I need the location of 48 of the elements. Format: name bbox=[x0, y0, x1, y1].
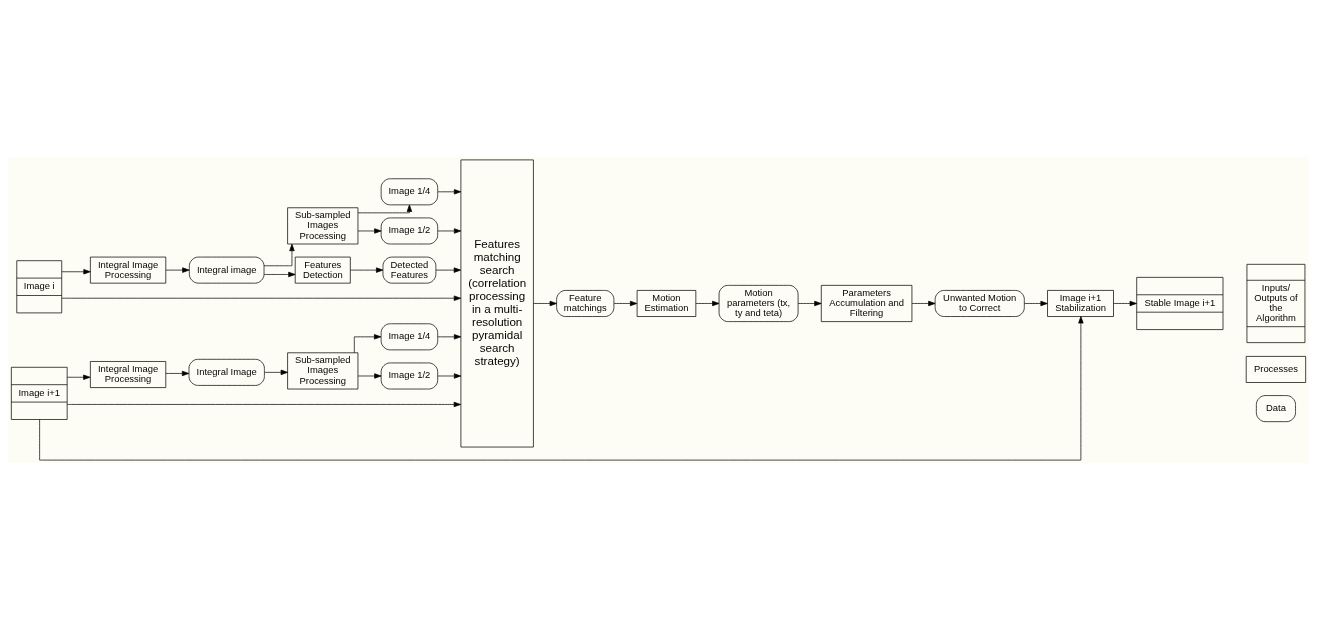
node-box: Detected Features bbox=[382, 256, 437, 284]
arrow bbox=[165, 266, 190, 273]
arrow bbox=[695, 300, 720, 306]
node-box: Integral image bbox=[189, 256, 265, 284]
arrow bbox=[437, 227, 462, 234]
arrow bbox=[66, 401, 461, 407]
arrow bbox=[437, 188, 462, 194]
arrow bbox=[61, 295, 462, 301]
node-box: Integral Image bbox=[188, 358, 265, 386]
arrow bbox=[797, 300, 822, 306]
arrow bbox=[263, 271, 296, 277]
arrow bbox=[39, 315, 1084, 460]
arrow bbox=[437, 333, 462, 339]
node-box: Feature matchings bbox=[556, 289, 615, 317]
node-box: Features matching search (correlation processing in a multi-resolution pyramidal search strategy) bbox=[460, 159, 534, 447]
arrow bbox=[613, 300, 638, 306]
node-box: Unwanted Motion to Correct bbox=[934, 289, 1025, 317]
arrow bbox=[435, 266, 461, 273]
node-box: Motion parameters (tx, ty and teta) bbox=[718, 284, 799, 322]
node-box: Image 1/4 bbox=[380, 322, 439, 350]
node-box: Image 1/2 bbox=[380, 362, 439, 389]
arrow bbox=[1024, 300, 1048, 306]
node-box: Processes bbox=[1245, 355, 1307, 383]
arrow bbox=[1113, 300, 1137, 306]
node-box: Integral Image Processing bbox=[90, 256, 167, 284]
node-box: Parameters Accumulation and Filtering bbox=[820, 284, 913, 322]
node-box: Image 1/2 bbox=[380, 217, 439, 244]
node-box: Sub-sampled Images Processing bbox=[287, 351, 359, 389]
node-box: Integral Image Processing bbox=[90, 360, 167, 388]
node-box: Image 1/4 bbox=[380, 177, 439, 205]
node-box: Features Detection bbox=[294, 256, 351, 284]
arrow bbox=[357, 372, 382, 379]
arrow bbox=[61, 268, 91, 274]
arrow bbox=[911, 300, 936, 306]
node-box: Sub-sampled Images Processing bbox=[287, 206, 359, 244]
arrow bbox=[357, 204, 413, 213]
arrow bbox=[165, 370, 190, 376]
arrow bbox=[263, 243, 295, 266]
arrow bbox=[264, 369, 288, 375]
arrow bbox=[67, 374, 91, 380]
arrow bbox=[353, 333, 382, 353]
node-box: Motion Estimation bbox=[636, 289, 697, 317]
arrow bbox=[437, 372, 462, 379]
node-box: Image i+1 Stabilization bbox=[1047, 289, 1114, 317]
arrow bbox=[357, 227, 382, 234]
arrow bbox=[350, 266, 384, 273]
arrow bbox=[533, 300, 557, 306]
node-box: Data bbox=[1256, 394, 1296, 422]
